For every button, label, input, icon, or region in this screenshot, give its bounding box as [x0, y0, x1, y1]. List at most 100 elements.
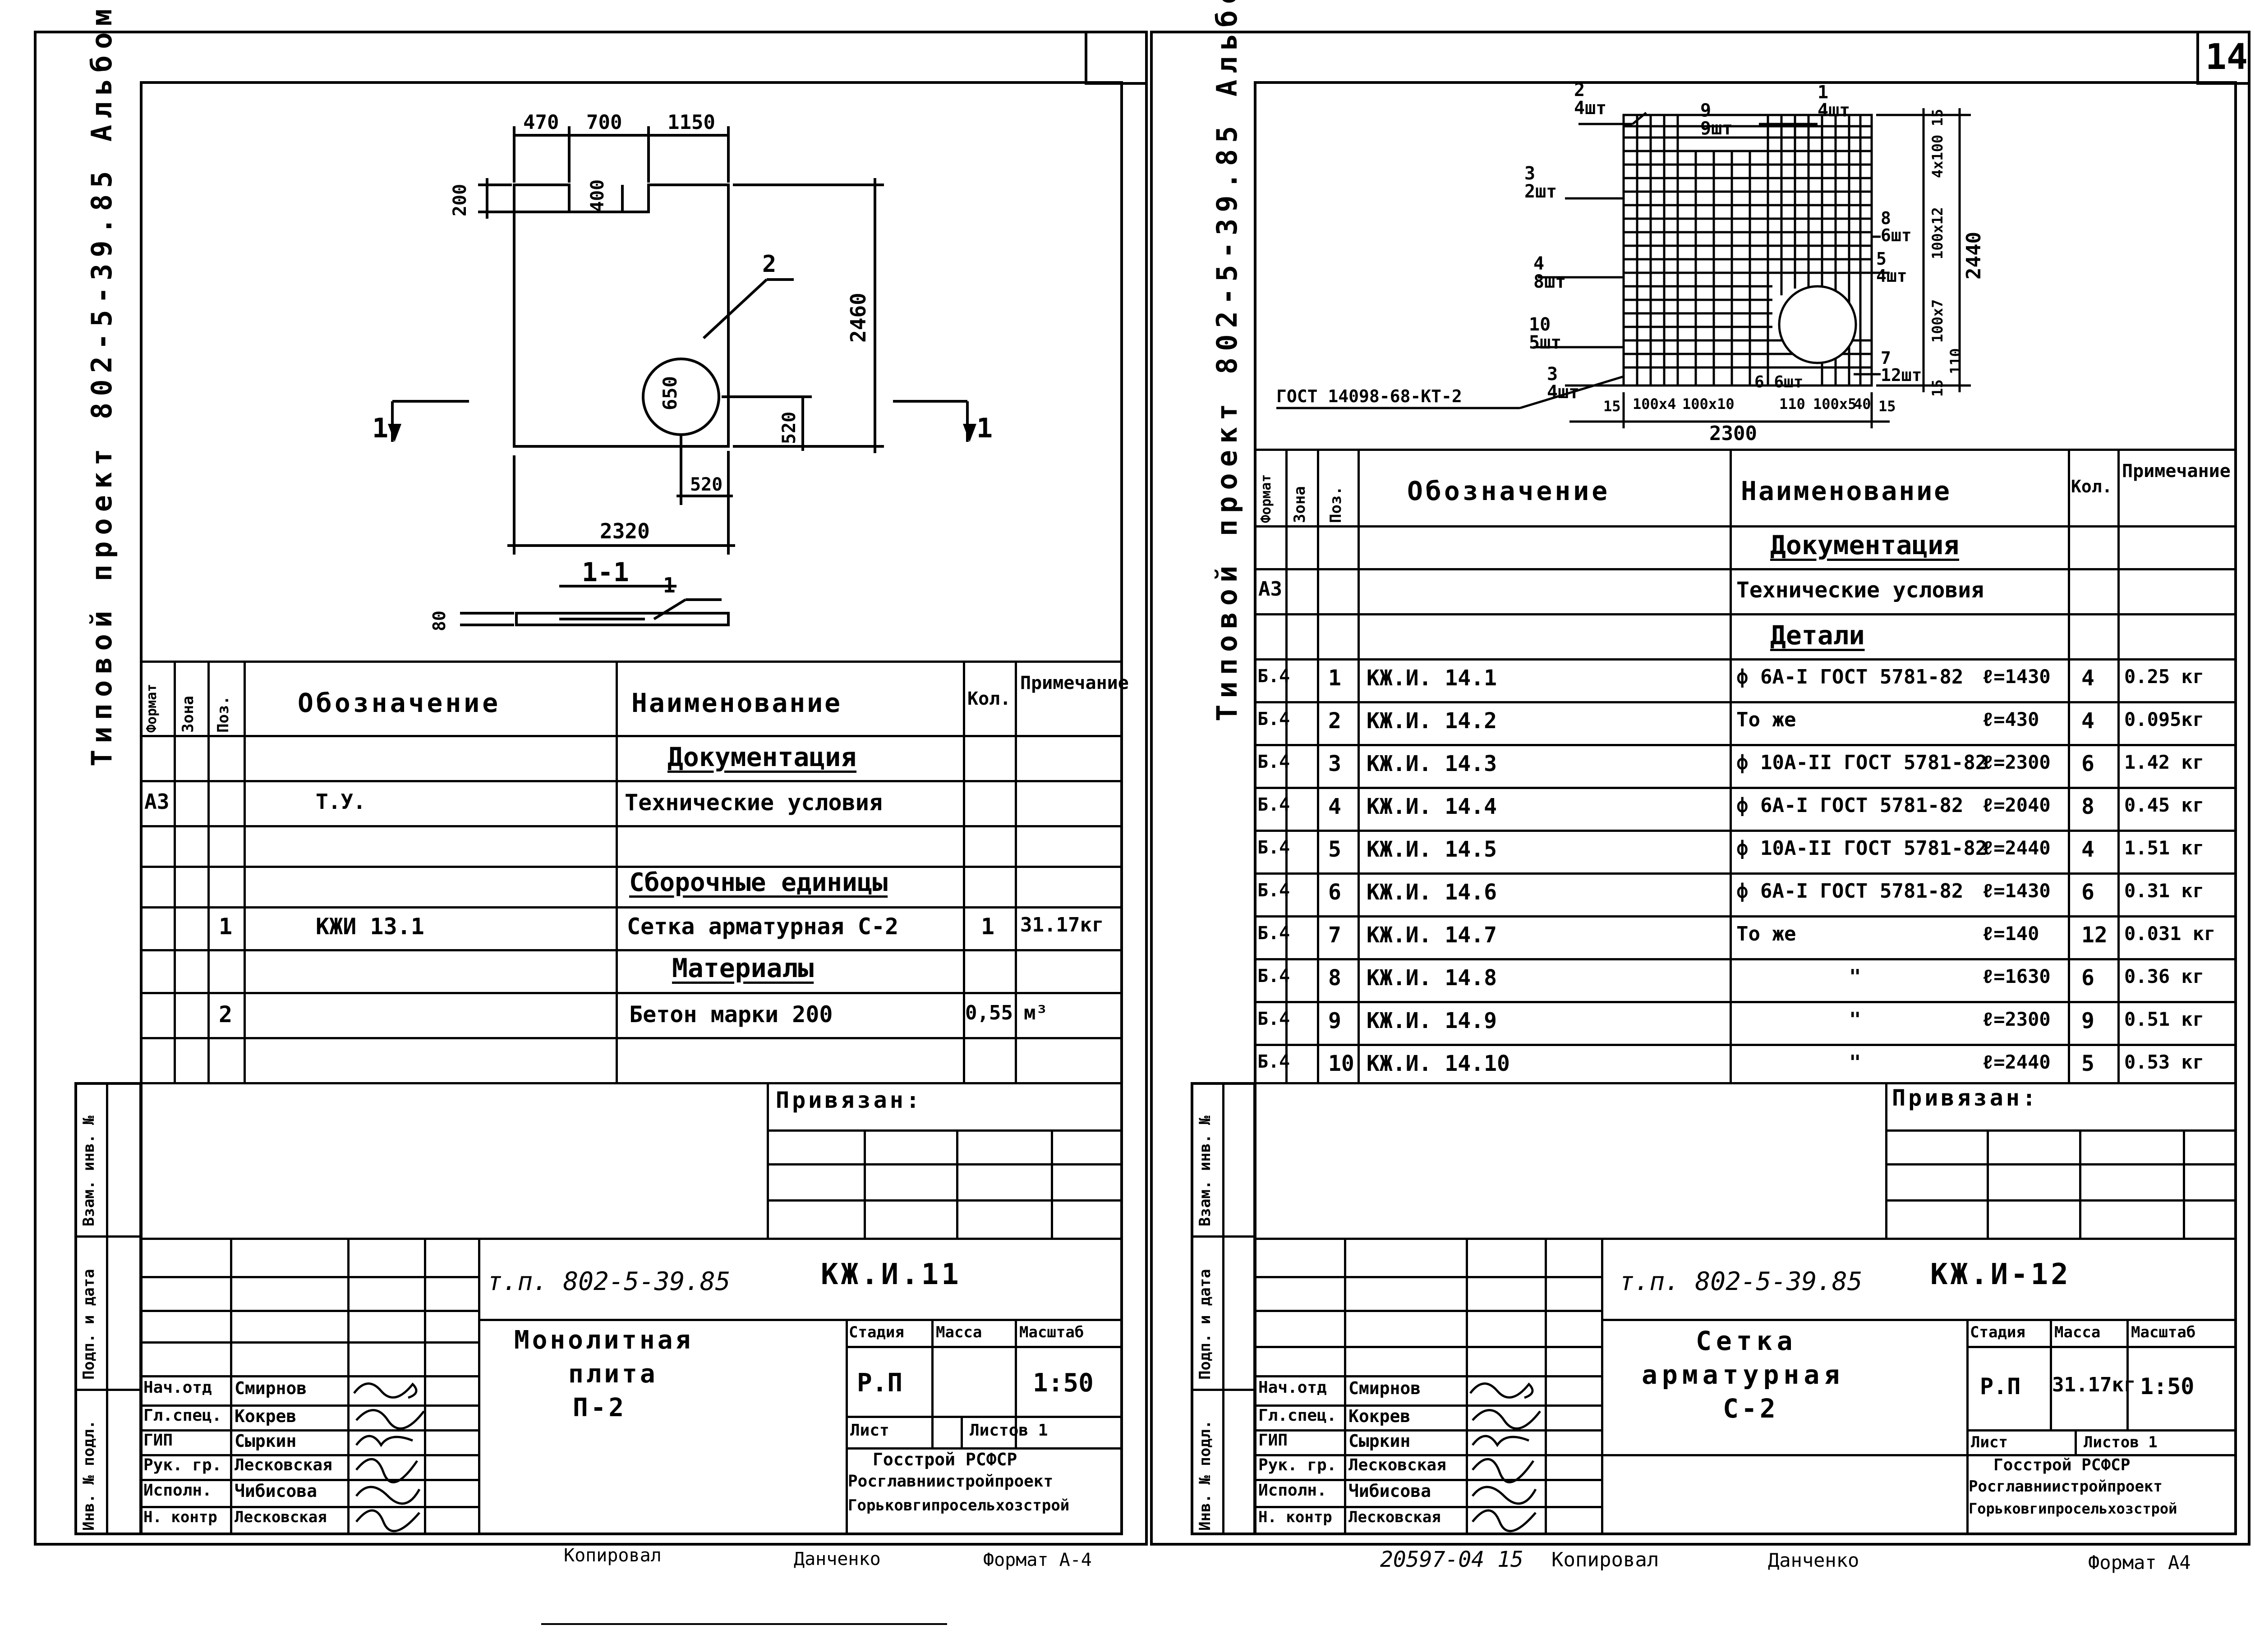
col-name: Наименование	[631, 688, 842, 718]
r-cell-length: ℓ=2300	[1982, 751, 2051, 773]
r-cell-qty: 8	[2081, 794, 2094, 819]
mesh-dim-b7: 15	[1878, 398, 1896, 415]
r-cell-name: ф 6А-I ГОСТ 5781-82	[1736, 794, 1964, 817]
r-cell-length: ℓ=2440	[1982, 1051, 2051, 1073]
r-cell-name: "	[1849, 1051, 1861, 1074]
row-pos-1: 1	[219, 913, 233, 940]
r-cell-note: 0.031 кг	[2124, 922, 2216, 945]
tb-name-5: Чибисова	[235, 1481, 318, 1501]
r-cell-code: КЖ.И. 14.8	[1367, 965, 1497, 991]
tb-scale: 1:50	[1033, 1368, 1094, 1398]
section-documentation: Документация	[667, 742, 857, 772]
r-cell-pos: 3	[1328, 751, 1341, 776]
r-cell-format: Б.4	[1257, 966, 1290, 987]
r-cell-code: КЖ.И. 14.4	[1367, 794, 1497, 819]
row-format-a3: А3	[144, 789, 170, 814]
tb-stage-header: Стадия	[849, 1323, 904, 1341]
tb-org-3: Горьковгипросельхозстрой	[848, 1496, 1070, 1514]
r-cell-code: КЖ.И. 14.6	[1367, 880, 1497, 905]
r-cell-note: 1.51 кг	[2124, 837, 2204, 859]
r-cell-length: ℓ=1430	[1982, 880, 2051, 902]
r-cell-name: ф 10А-II ГОСТ 5781-82	[1736, 837, 1988, 860]
left-footer-copier: Данченко	[794, 1549, 881, 1569]
tb-mass-header: Масса	[936, 1323, 982, 1341]
r-cell-pos: 10	[1328, 1051, 1354, 1076]
r-cell-note: 0.45 кг	[2124, 794, 2204, 816]
tb-role-1: Нач.отд	[143, 1378, 212, 1397]
r-cell-pos: 5	[1328, 837, 1341, 862]
tb-scale-header: Масштаб	[1019, 1323, 1084, 1341]
tb-sheet: Лист	[850, 1421, 889, 1440]
r-tb-org-1: Госстрой РСФСР	[1993, 1456, 2131, 1474]
dim-520-horizontal: 520	[690, 474, 723, 495]
mesh-total-width: 2300	[1709, 422, 1757, 445]
r-cell-note: 0.31 кг	[2124, 880, 2204, 902]
cut-mark-right: 1	[976, 413, 993, 444]
dim-1150: 1150	[667, 111, 715, 134]
r-cell-code: КЖ.И. 14.1	[1367, 665, 1497, 691]
tb-name-3: Сыркин	[235, 1431, 297, 1451]
r-cell-qty: 6	[2081, 965, 2094, 991]
r-cell-pos: 7	[1328, 922, 1341, 948]
tb-project: т.п. 802-5-39.85	[487, 1267, 731, 1296]
r-cell-qty: 5	[2081, 1051, 2094, 1076]
r-cell-code: КЖ.И. 14.9	[1367, 1008, 1497, 1033]
r-tb-role-5: Исполн.	[1258, 1481, 1327, 1500]
r-cell-note: 0.51 кг	[2124, 1008, 2204, 1030]
section-leader-label: 1	[663, 573, 676, 597]
r-cell-code: КЖ.И. 14.3	[1367, 751, 1497, 776]
r-cell-note: 0.53 кг	[2124, 1051, 2204, 1073]
r-cell-format: Б.4	[1257, 1051, 1290, 1072]
tb-stage: Р.П	[857, 1368, 903, 1398]
r-cell-pos: 2	[1328, 708, 1341, 734]
r-footer-format: Формат А4	[2088, 1551, 2191, 1574]
r-tb-sheet: Лист	[1971, 1433, 2008, 1451]
tb-name-2: Кокрев	[235, 1406, 297, 1426]
privyazan-label: Привязан:	[776, 1087, 922, 1113]
tb-name-1: Смирнов	[235, 1378, 307, 1398]
r-cell-code: КЖ.И. 14.2	[1367, 708, 1497, 734]
r-cell-qty: 4	[2081, 837, 2094, 862]
r-tb-name-4: Лесковская	[1348, 1456, 1446, 1474]
tb-org-1: Госстрой РСФСР	[873, 1450, 1017, 1469]
r-cell-length: ℓ=2300	[1982, 1008, 2051, 1030]
mesh-gost: ГОСТ 14098-68-КТ-2	[1276, 386, 1462, 406]
tb-role-6: Н. контр	[143, 1508, 217, 1526]
r-cell-name: ф 6А-I ГОСТ 5781-82	[1736, 880, 1964, 903]
dim-700: 700	[586, 111, 622, 134]
mesh-dim-b1: 15	[1603, 398, 1621, 415]
r-cell-length: ℓ=140	[1982, 922, 2039, 945]
row-pos-2: 2	[219, 1001, 233, 1028]
section-assembly-units: Сборочные единицы	[629, 868, 888, 897]
r-footer-copied: Копировал	[1551, 1548, 1659, 1571]
r-section-documentation: Документация	[1770, 530, 1960, 560]
mesh-dim-b4: 110	[1779, 395, 1805, 413]
r-tb-code: КЖ.И-12	[1930, 1258, 2071, 1291]
r-cell-format: Б.4	[1257, 666, 1290, 687]
mesh-label-6: 6 6шт	[1754, 373, 1804, 391]
row-code-tu: Т.У.	[316, 789, 366, 814]
r-tb-role-6: Н. контр	[1258, 1508, 1332, 1526]
row-qty-055: 0,55	[965, 1001, 1013, 1024]
left-sheet-frame	[34, 31, 1148, 1546]
cut-mark-left: 1	[372, 413, 389, 444]
tb-role-2: Гл.спец.	[143, 1406, 222, 1425]
r-cell-length: ℓ=1430	[1982, 665, 2051, 688]
r-cell-name: "	[1849, 965, 1861, 988]
r-col-name: Наименование	[1741, 476, 1952, 506]
mesh-dim-b2: 100x4	[1633, 395, 1676, 413]
r-cell-length: ℓ=2040	[1982, 794, 2051, 816]
mesh-dim-b5: 100x5	[1813, 395, 1857, 413]
tb-sheets: Листов 1	[970, 1421, 1048, 1440]
r-col-note: Примечание	[2122, 461, 2231, 482]
left-footer-copied: Копировал	[564, 1545, 662, 1566]
r-tb-role-3: ГИП	[1258, 1431, 1288, 1450]
tb-role-4: Рук. гр.	[143, 1456, 222, 1474]
